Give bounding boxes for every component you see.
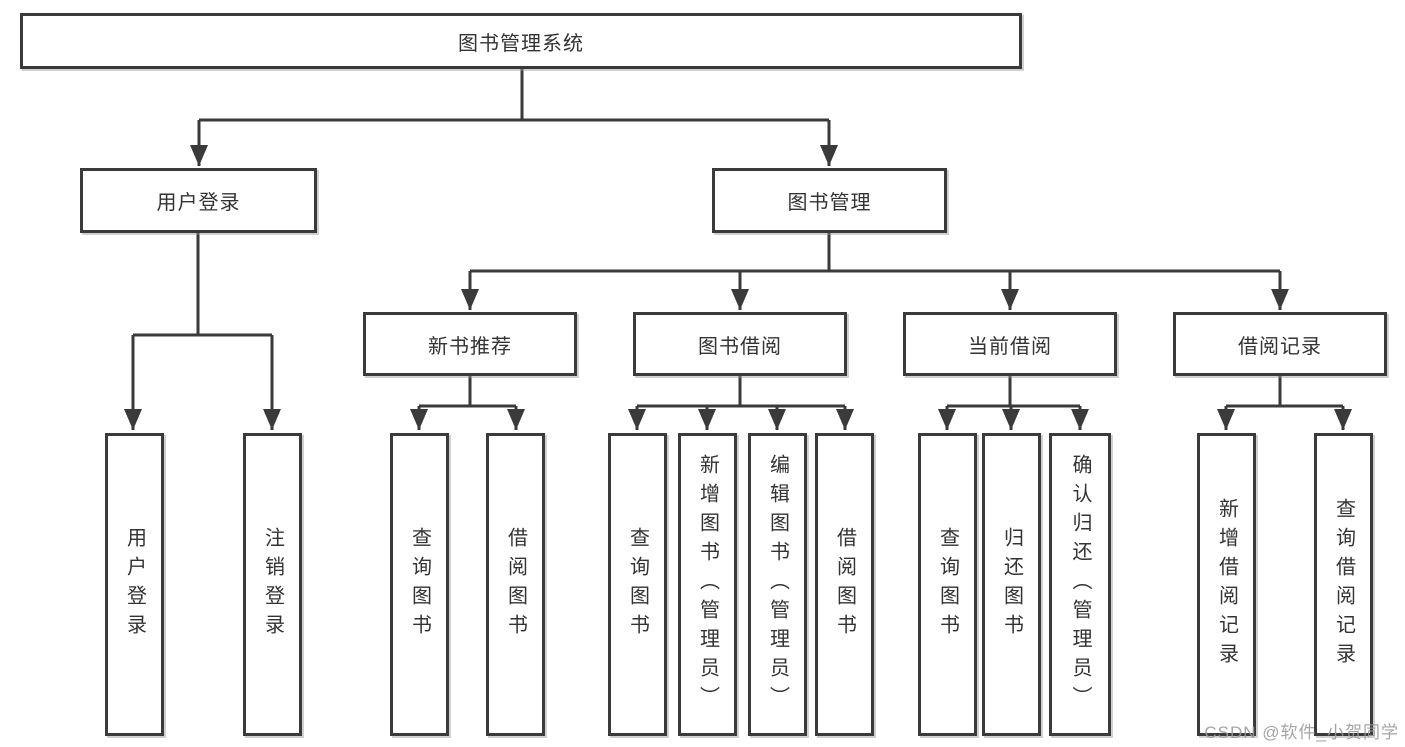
node-leaf-query-books-1: 查询图书: [390, 433, 449, 736]
node-label: 归还图书: [1000, 526, 1023, 643]
node-book-borrow: 图书借阅: [633, 312, 847, 376]
node-leaf-return-book: 归还图书: [982, 433, 1041, 736]
node-user-login: 用户登录: [80, 168, 317, 233]
node-label: 新增借阅记录: [1215, 497, 1238, 672]
node-label: 借阅图书: [833, 526, 856, 643]
node-borrow-records: 借阅记录: [1173, 312, 1387, 376]
watermark: CSDN @软件_小贺同学: [1204, 723, 1399, 742]
node-label: 图书管理: [787, 192, 872, 214]
node-label: 借阅记录: [1238, 335, 1322, 358]
node-label: 新书推荐: [428, 335, 512, 358]
node-label: 图书管理系统: [458, 32, 584, 55]
node-new-book-recommend: 新书推荐: [363, 312, 577, 376]
node-label: 当前借阅: [968, 335, 1052, 358]
node-current-borrow: 当前借阅: [903, 312, 1117, 376]
node-library-management-system: 图书管理系统: [20, 13, 1022, 69]
node-label: 确认归还（管理员）: [1069, 454, 1091, 715]
node-leaf-logout: 注销登录: [243, 433, 302, 736]
node-label: 查询图书: [626, 526, 649, 643]
node-label: 用户登录: [123, 526, 146, 643]
node-label: 图书借阅: [698, 335, 782, 358]
node-leaf-query-borrow-record: 查询借阅记录: [1314, 433, 1373, 736]
node-label: 注销登录: [261, 526, 284, 643]
node-label: 用户登录: [156, 192, 241, 214]
node-leaf-edit-book-admin: 编辑图书（管理员）: [748, 433, 807, 736]
node-label: 查询图书: [936, 526, 959, 643]
node-label: 编辑图书（管理员）: [766, 454, 789, 715]
node-leaf-add-book-admin: 新增图书（管理员）: [678, 433, 737, 736]
node-label: 新增图书（管理员）: [696, 454, 719, 715]
node-leaf-query-books-2: 查询图书: [608, 433, 667, 736]
node-book-management: 图书管理: [712, 168, 947, 233]
node-leaf-add-borrow-record: 新增借阅记录: [1197, 433, 1256, 736]
node-label: 借阅图书: [504, 526, 527, 643]
node-leaf-borrow-books-1: 借阅图书: [486, 433, 545, 736]
node-leaf-query-books-3: 查询图书: [918, 433, 977, 736]
node-label: 查询图书: [408, 526, 431, 643]
node-leaf-confirm-return-admin: 确认归还（管理员）: [1049, 433, 1111, 736]
node-leaf-borrow-books-2: 借阅图书: [815, 433, 874, 736]
node-leaf-user-login: 用户登录: [105, 433, 164, 736]
node-label: 查询借阅记录: [1332, 497, 1355, 672]
